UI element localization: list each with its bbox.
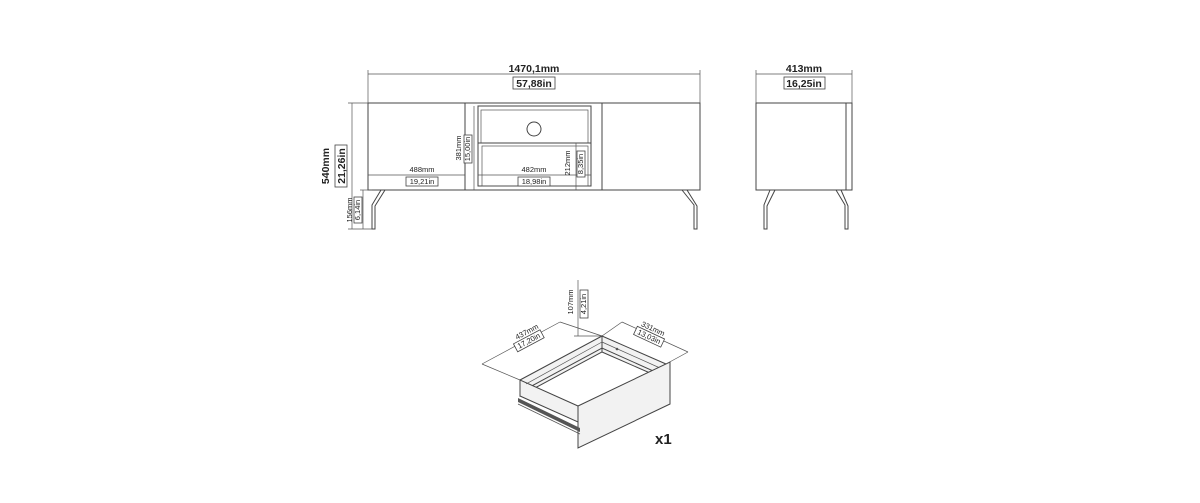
overall-width-in: 57,88in — [516, 78, 552, 90]
overall-height-in-box — [334, 144, 348, 188]
overall-width-in-box — [512, 76, 556, 90]
leg-height-in-box — [353, 196, 363, 224]
drawer-inner-edge-2 — [601, 341, 661, 369]
side-depth-mm: 413mm — [786, 63, 822, 75]
overall-width-mm: 1470,1mm — [509, 63, 560, 75]
niche-height-in: 15,00in — [463, 137, 472, 162]
drawer-width-in-box — [633, 325, 666, 348]
side-depth-in: 16,25in — [786, 78, 822, 90]
drawer-height-mm: 212mm — [563, 150, 572, 175]
side-depth-in-box — [783, 76, 826, 90]
leg-left — [371, 189, 386, 230]
drawer-width-ext-1 — [601, 321, 623, 337]
drawer-depth-ext-1 — [481, 363, 521, 381]
niche-width-mm: 482mm — [521, 165, 546, 174]
overall-height-mm: 540mm — [320, 148, 332, 184]
drawer-runner — [518, 398, 580, 432]
drawer-screw-hole — [615, 347, 619, 351]
side-body — [755, 102, 853, 191]
drawer-inner-edge-1 — [525, 341, 603, 385]
front-view: 1470,1mm 57,88in 540mm 21,26in 156mm 6,1… — [320, 63, 701, 230]
drawer-box-height-mm: 107mm — [566, 289, 575, 314]
drawer-width-ext-2 — [665, 351, 689, 365]
drawer-box-height-in: 4,21in — [579, 294, 588, 314]
door-width-in: 19,21in — [410, 177, 435, 186]
overall-height-in: 21,26in — [336, 148, 348, 184]
leg-right — [681, 189, 698, 230]
drawer-quantity: x1 — [655, 431, 672, 448]
cable-hole — [526, 121, 542, 137]
leg-height-in: 6,14in — [353, 200, 362, 220]
side-leg-left — [763, 189, 776, 230]
center-niche-inner — [480, 109, 589, 144]
door-width-in-box — [405, 176, 439, 187]
niche-height-in-box — [463, 134, 473, 164]
niche-width-in: 18,98in — [522, 177, 547, 186]
drawer-runner-bottom — [517, 403, 581, 435]
niche-width-in-box — [517, 176, 551, 187]
drawer-view: 437mm 17,20in 107mm 4,21in 331mm 13,03in… — [481, 280, 689, 449]
side-leg-right — [835, 189, 849, 230]
drawer-height-in: 8,35in — [576, 154, 585, 174]
niche-height-mm: 381mm — [454, 135, 463, 160]
door-width-mm: 488mm — [409, 165, 434, 174]
drawer-height-in-box — [576, 150, 586, 178]
drawer-box-height-in-box — [579, 289, 589, 319]
drawer-depth-ext-2 — [559, 321, 603, 337]
side-view: 413mm 16,25in — [755, 63, 853, 230]
drawer-depth-in-box — [512, 329, 545, 353]
cabinet-body — [367, 102, 701, 191]
leg-height-mm: 156mm — [345, 197, 354, 222]
